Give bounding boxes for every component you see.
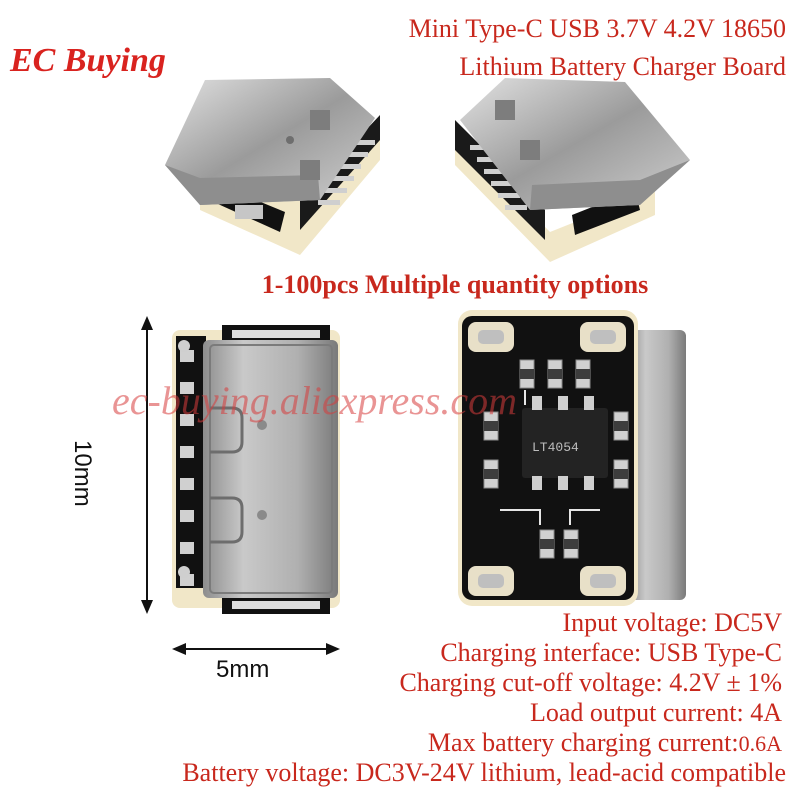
spec-battery-voltage: Battery voltage: DC3V-24V lithium, lead-…: [182, 758, 786, 787]
product-title-line1: Mini Type-C USB 3.7V 4.2V 18650: [408, 14, 786, 43]
connector-angled-right: [455, 78, 690, 262]
connector-angled-left: [165, 78, 380, 255]
spec-input-voltage: Input voltage: DC5V: [562, 608, 782, 637]
spec-max-charging-current-label: Max battery charging current:: [427, 728, 739, 757]
spec-max-charging-current-value: 0.6A: [738, 731, 782, 756]
chip-marking: LT4054: [532, 440, 579, 455]
spec-load-current: Load output current: 4A: [530, 698, 782, 727]
brand-logo: EC Buying: [10, 42, 166, 79]
spec-charging-interface: Charging interface: USB Type-C: [440, 638, 782, 667]
product-title-line2: Lithium Battery Charger Board: [459, 52, 786, 81]
height-dimension-label: 10mm: [69, 440, 96, 507]
spec-max-charging-current: Max battery charging current:0.6A: [428, 728, 782, 758]
height-dimension-arrow: [141, 316, 153, 614]
quantity-note: 1-100pcs Multiple quantity options: [261, 270, 649, 299]
width-dimension-label: 5mm: [216, 656, 270, 683]
pcb-bottom-view: [458, 310, 686, 606]
store-watermark: ec-buying.aliexpress.com: [112, 378, 518, 423]
connector-top-view: [172, 325, 340, 614]
spec-cutoff-voltage: Charging cut-off voltage: 4.2V ± 1%: [399, 668, 782, 697]
width-dimension-arrow: [172, 643, 340, 655]
